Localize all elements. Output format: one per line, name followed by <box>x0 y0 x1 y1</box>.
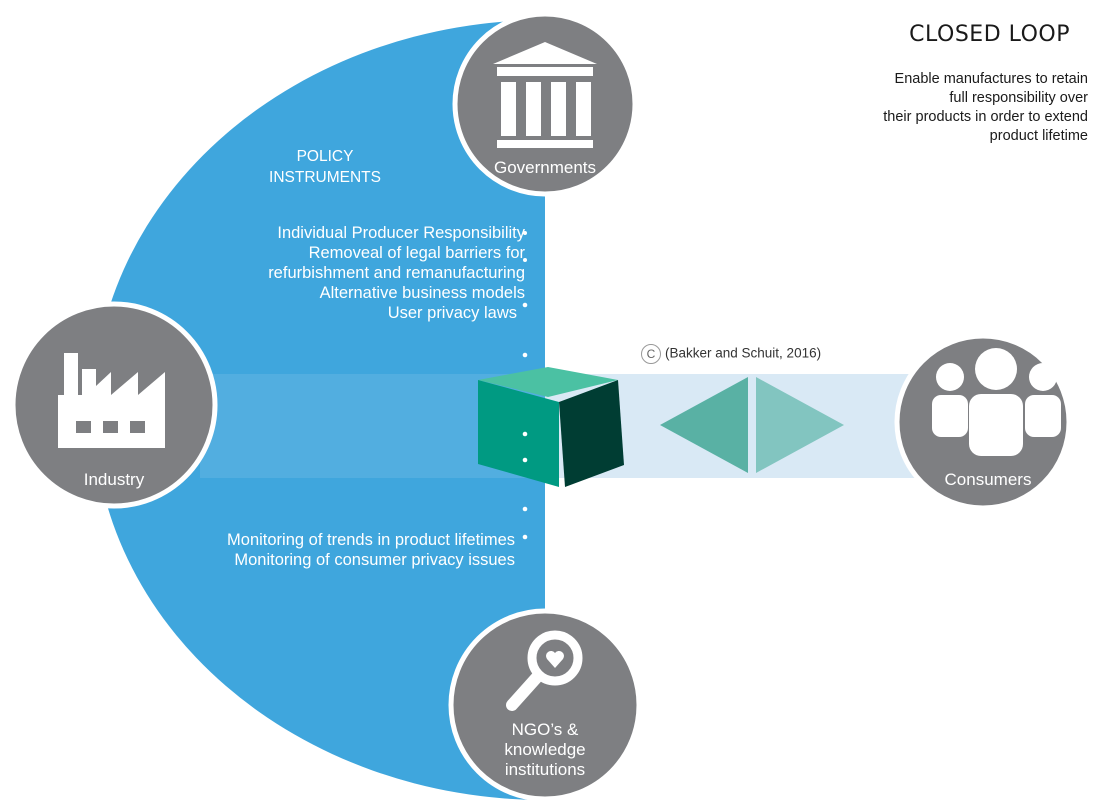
diagram-description: Enable manufactures to retain full respo… <box>883 70 1088 146</box>
arrow-left-icon <box>660 377 748 473</box>
people-icon <box>932 348 1061 456</box>
consumers-label: Consumers <box>944 470 1032 489</box>
source-credit: C(Bakker and Schuit, 2016) <box>641 344 821 364</box>
ngo-label-line2: knowledge <box>504 740 586 759</box>
description-line: Enable manufactures to retain <box>894 71 1088 87</box>
governments-circle <box>452 11 638 197</box>
policy-item: Removeal of legal barriers for <box>308 244 525 262</box>
factory-windows <box>76 421 145 433</box>
policy-list-lower: Monitoring of trends in product lifetime… <box>227 530 515 570</box>
arrow-right-icon <box>756 377 844 473</box>
description-line: their products in order to extend <box>883 109 1088 125</box>
bullet-dot <box>523 231 527 235</box>
policy-heading: POLICY INSTRUMENTS <box>240 146 410 188</box>
ngo-label-line1: NGO’s & <box>511 720 579 739</box>
description-line: product lifetime <box>989 128 1088 144</box>
cube-icon <box>478 367 624 487</box>
policy-item: Monitoring of trends in product lifetime… <box>227 531 515 549</box>
ngo-circle <box>448 608 642 802</box>
policy-item: Alternative business models <box>319 284 525 302</box>
policy-list-upper: Individual Producer Responsibility Remov… <box>268 223 525 323</box>
bullet-dot <box>523 258 527 262</box>
magnifier-heart-icon <box>506 630 583 711</box>
ngo-label: NGO’s & knowledge institutions <box>470 720 620 780</box>
copyright-icon: C <box>641 344 661 364</box>
ngo-label-line3: institutions <box>504 760 586 779</box>
industry-label: Industry <box>83 470 145 489</box>
bullet-dots <box>522 302 528 540</box>
policy-item: refurbishment and remanufacturing <box>268 264 525 282</box>
policy-item: User privacy laws <box>387 304 517 322</box>
policy-item: Individual Producer Responsibility <box>277 224 525 242</box>
policy-heading-line1: POLICY <box>296 148 354 165</box>
policy-item: Monitoring of consumer privacy issues <box>234 551 515 569</box>
policy-heading-line2: INSTRUMENTS <box>269 169 381 186</box>
government-building-icon <box>493 42 597 148</box>
governments-label: Governments <box>493 158 597 177</box>
description-line: full responsibility over <box>949 90 1088 106</box>
diagram-title: CLOSED LOOP <box>909 22 1070 47</box>
credit-text: (Bakker and Schuit, 2016) <box>665 345 822 361</box>
